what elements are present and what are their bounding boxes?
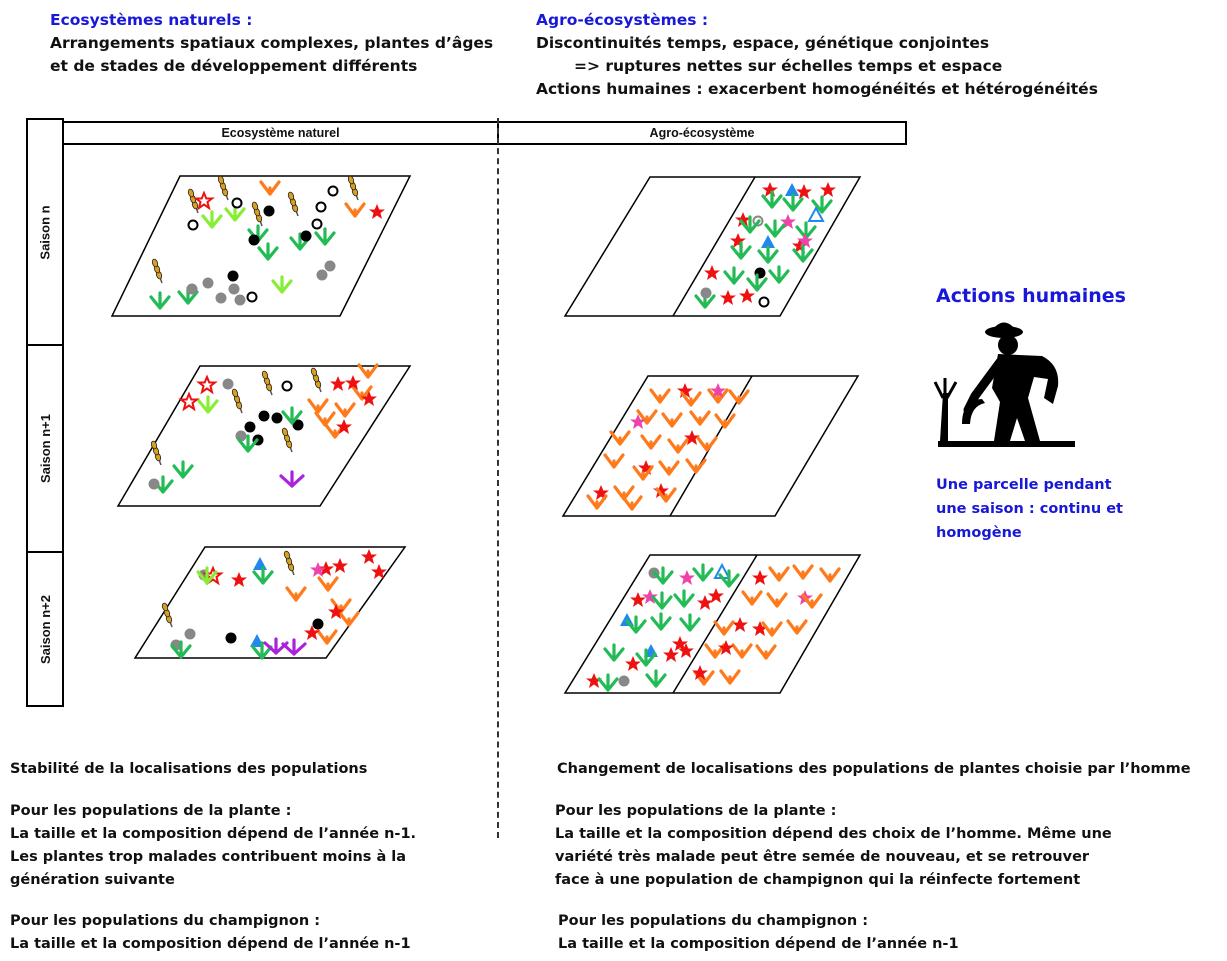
natural-fungus-line: La taille et la composition dépend de l’… [10,936,411,952]
farmer-harvesting-icon [933,322,1075,447]
natural-fungus-title: Pour les populations du champignon : [10,913,321,929]
season-row-labels: Saison n Saison n+1 Saison n+2 [26,118,64,707]
agro-plant-title: Pour les populations de la plante : [555,803,837,819]
parcel-natural-season-n1 [116,363,412,507]
natural-title: Ecosystèmes naturels : [50,11,253,29]
natural-line-1: Arrangements spatiaux complexes, plantes… [50,34,494,52]
agro-fungus-title: Pour les populations du champignon : [558,913,869,929]
agro-plant-line-1: La taille et la composition dépend des c… [555,826,1112,842]
location-change-text: Changement de localisations des populati… [557,761,1191,777]
agro-line-2: => ruptures nettes sur échelles temps et… [574,57,1003,75]
row-season-n1: Saison n+1 [28,346,62,553]
parcel-natural-season-n2 [133,546,407,660]
parcel-agro-season-n2 [563,554,862,694]
parcel-description: Une parcelle pendant une saison : contin… [936,473,1123,545]
agro-line-1: Discontinuités temps, espace, génétique … [536,34,990,52]
natural-ecosystems-heading: Ecosystèmes naturels : Arrangements spat… [50,9,493,78]
vertical-dashed-separator [497,118,499,838]
natural-plant-title: Pour les populations de la plante : [10,803,292,819]
parcel-agro-season-n [563,176,862,317]
natural-plant-line-2: Les plantes trop malades contribuent moi… [10,849,407,865]
natural-plant-line-1: La taille et la composition dépend de l’… [10,826,417,842]
stability-text: Stabilité de la localisations des popula… [10,761,368,777]
actions-humaines-title: Actions humaines [936,285,1126,307]
agro-ecosystems-heading: Agro-écosystèmes : Discontinuités temps,… [536,9,1098,101]
parcel-natural-season-n [110,174,412,317]
column-header-agro: Agro-écosystème [497,121,907,145]
column-header-natural: Ecosystème naturel [62,121,499,145]
parcel-line-1: Une parcelle pendant [936,477,1112,493]
natural-plant-line-3: génération suivante [10,872,175,888]
parcel-line-3: homogène [936,525,1022,541]
parcel-agro-season-n1 [561,375,860,517]
natural-line-2: et de stades de développement différents [50,57,418,75]
agro-fungus-populations: Pour les populations du champignon : La … [558,910,959,956]
agro-title: Agro-écosystèmes : [536,11,709,29]
agro-line-3: Actions humaines : exacerbent homogénéit… [536,80,1098,98]
row-season-n: Saison n [28,120,62,346]
agro-plant-line-2: variété très malade peut être semée de n… [555,849,1090,865]
agro-plant-populations: Pour les populations de la plante : La t… [555,800,1112,892]
natural-fungus-populations: Pour les populations du champignon : La … [10,910,411,956]
natural-plant-populations: Pour les populations de la plante : La t… [10,800,416,892]
parcel-line-2: une saison : continu et [936,501,1123,517]
agro-plant-line-3: face à une population de champignon qui … [555,872,1081,888]
agro-fungus-line: La taille et la composition dépend de l’… [558,936,959,952]
